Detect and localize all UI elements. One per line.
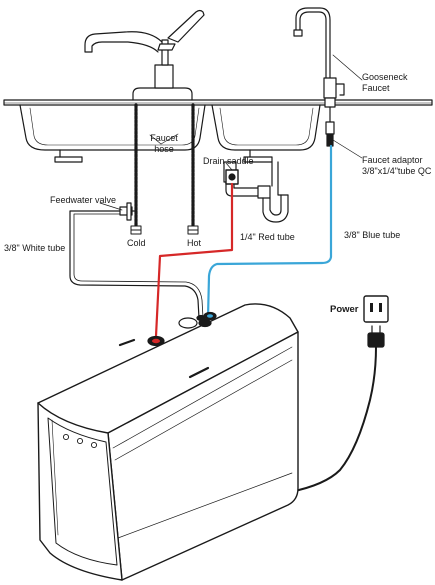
power-plug-icon [367, 325, 385, 348]
leader-lines [99, 54, 363, 211]
power-cord [289, 346, 377, 493]
blue-tube-label: 3/8" Blue tube [344, 230, 401, 240]
power-outlet-icon [363, 295, 389, 323]
drain-saddle-icon [225, 169, 239, 185]
red-tube [154, 182, 234, 338]
faucet-hose-label-2: hose [154, 144, 174, 154]
feedwater-valve-label: Feedwater valve [50, 195, 117, 205]
braided-hose-icon [134, 103, 195, 229]
hot-label: Hot [187, 238, 202, 248]
gooseneck-faucet-icon [293, 7, 345, 123]
faucet-hose-label-1: Faucet [150, 133, 178, 143]
cold-label: Cold [127, 238, 146, 248]
countertop [3, 99, 433, 106]
faucet-adaptor-icon [325, 121, 335, 147]
blue-tube [206, 144, 333, 320]
valve-icon [119, 202, 137, 221]
white-tube [69, 210, 200, 319]
faucet-adaptor-label-2: 3/8"x1/4"tube QC [362, 166, 432, 176]
red-tube-label: 1/4" Red tube [240, 232, 295, 242]
kitchen-faucet-icon [84, 9, 205, 101]
faucet-adaptor-label-1: Faucet adaptor [362, 155, 423, 165]
filter-unit-icon [37, 303, 299, 581]
power-label: Power [330, 304, 359, 315]
gooseneck-faucet-label-1: Gooseneck [362, 72, 408, 82]
white-tube-label: 3/8" White tube [4, 243, 66, 253]
drain-saddle-label: Drain saddle [203, 156, 254, 166]
gooseneck-faucet-label-2: Faucet [362, 83, 390, 93]
